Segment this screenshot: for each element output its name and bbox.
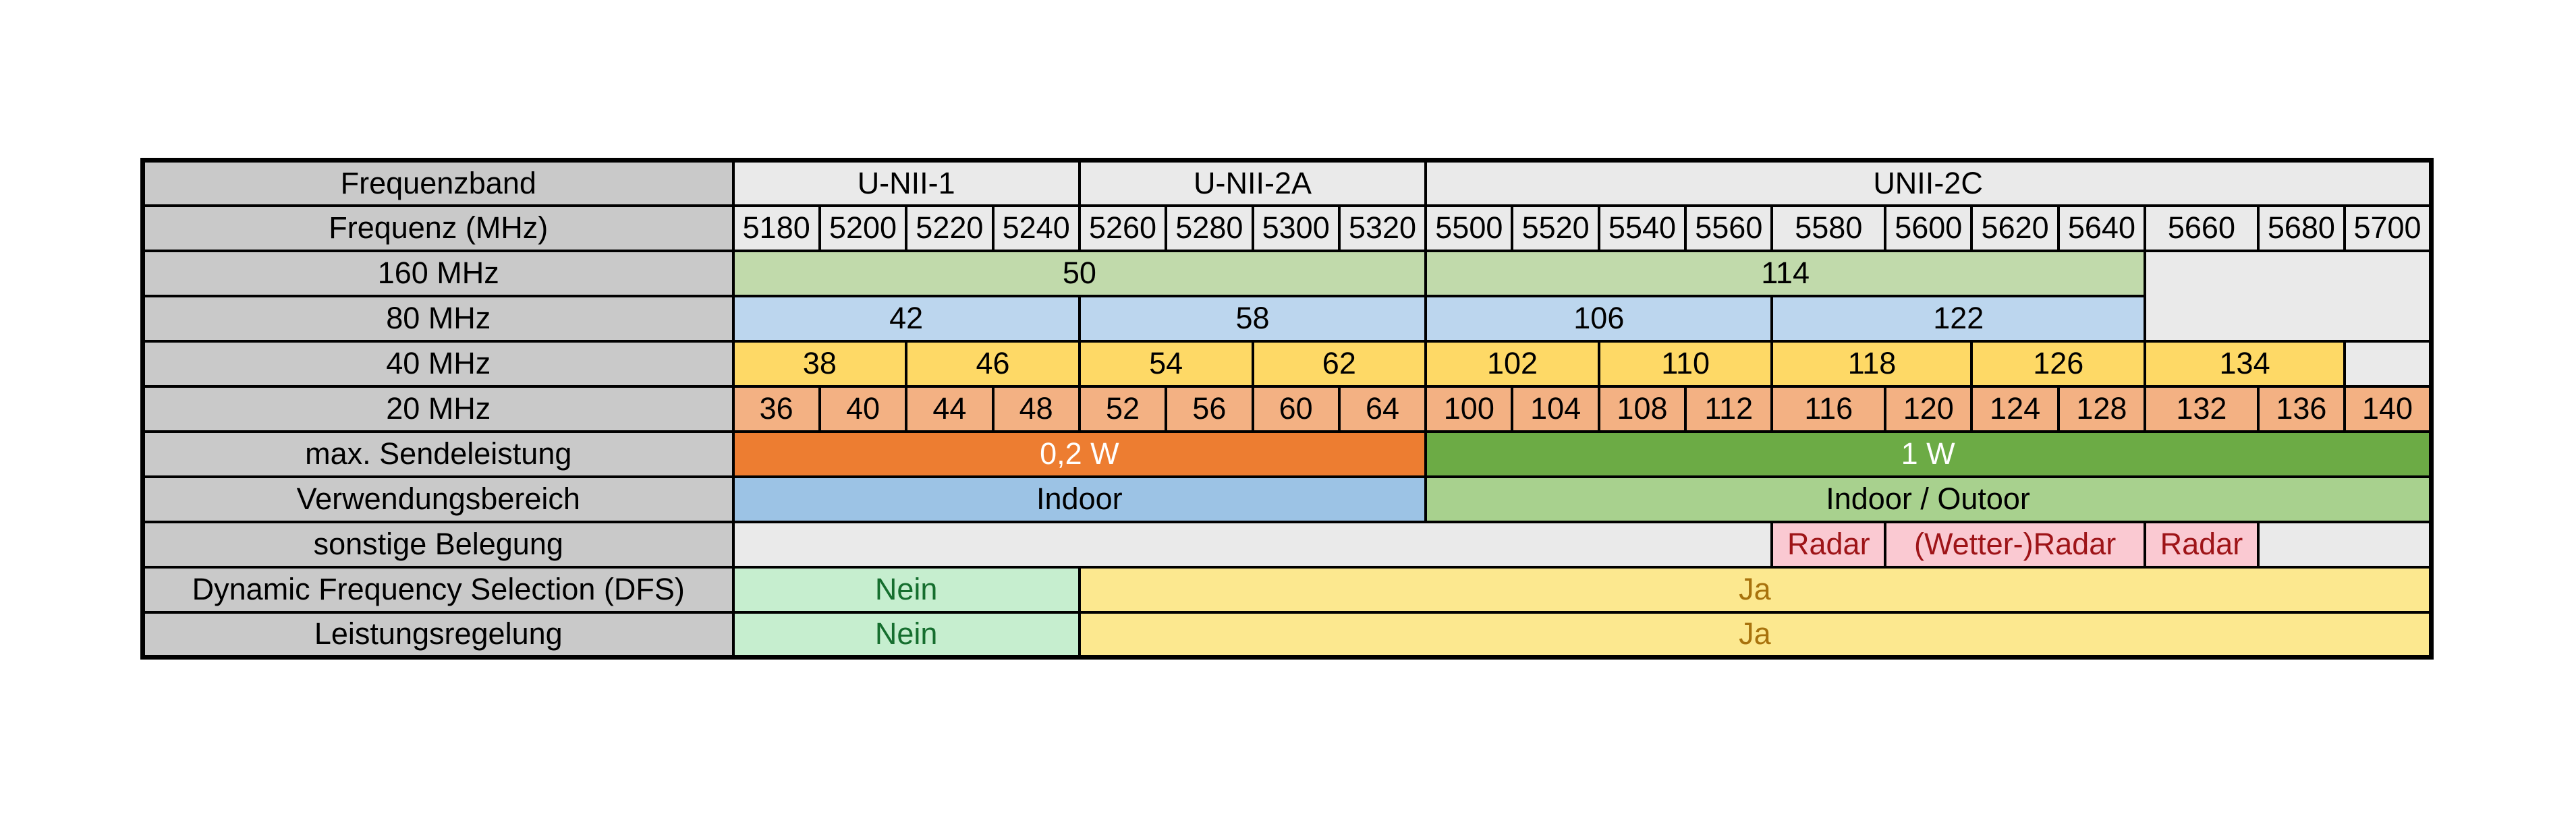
- freq-cell: 5180: [731, 204, 821, 252]
- freq-cell: 5300: [1251, 204, 1341, 252]
- radar-cell: Radar: [2144, 520, 2260, 569]
- row-header-20-mhz: 20 MHz: [141, 384, 735, 433]
- channel20-cell: 116: [1770, 384, 1887, 433]
- freq-cell: 5220: [905, 204, 995, 252]
- row-header-leistungsregelung: Leistungsregelung: [141, 610, 735, 659]
- channel20-cell: 40: [818, 384, 908, 433]
- channel-40mhz-row: 40 MHz 38 46 54 62 102 110 118 126 134: [141, 339, 2433, 388]
- freq-cell: 5280: [1165, 204, 1254, 252]
- channel40-cell: 134: [2144, 339, 2347, 388]
- channel20-cell: 56: [1165, 384, 1254, 433]
- power-row: max. Sendeleistung 0,2 W 1 W: [141, 430, 2433, 478]
- channel20-cell: 100: [1424, 384, 1514, 433]
- empty-cell-belegung-right: [2256, 520, 2433, 569]
- wetter-radar-cell: (Wetter-)Radar: [1884, 520, 2147, 569]
- channel20-cell: 44: [905, 384, 995, 433]
- freq-cell: 5240: [991, 204, 1081, 252]
- channel80-cell: 122: [1770, 294, 2147, 343]
- empty-cell-40: [2343, 339, 2433, 388]
- freq-cell: 5700: [2343, 204, 2433, 252]
- freq-cell: 5520: [1511, 204, 1600, 252]
- leistungsregelung-row: Leistungsregelung Nein Ja: [141, 610, 2433, 659]
- freq-cell: 5500: [1424, 204, 1514, 252]
- dfs-nein-cell: Nein: [731, 565, 1081, 614]
- channel20-cell: 60: [1251, 384, 1341, 433]
- freq-cell: 5640: [2056, 204, 2147, 252]
- row-header-80-mhz: 80 MHz: [141, 294, 735, 343]
- channel20-cell: 140: [2343, 384, 2433, 433]
- band-cell-u-nii-2a: U-NII-2A: [1077, 158, 1428, 207]
- channel40-cell: 54: [1077, 339, 1254, 388]
- channel40-cell: 46: [905, 339, 1081, 388]
- dfs-row: Dynamic Frequency Selection (DFS) Nein J…: [141, 565, 2433, 614]
- channel40-cell: 110: [1597, 339, 1774, 388]
- band-row: Frequenzband U-NII-1 U-NII-2A UNII-2C: [141, 158, 2433, 207]
- freq-cell: 5660: [2144, 204, 2260, 252]
- channel20-cell: 36: [731, 384, 821, 433]
- freq-cell: 5560: [1684, 204, 1774, 252]
- freq-cell: 5320: [1337, 204, 1428, 252]
- freq-cell: 5680: [2256, 204, 2347, 252]
- channel20-cell: 52: [1077, 384, 1168, 433]
- channel40-cell: 102: [1424, 339, 1600, 388]
- power-cell-02w: 0,2 W: [731, 430, 1428, 478]
- row-header-max-sendeleistung: max. Sendeleistung: [141, 430, 735, 478]
- channel20-cell: 128: [2056, 384, 2147, 433]
- channel-20mhz-row: 20 MHz 36 40 44 48 52 56 60 64 100 104 1…: [141, 384, 2433, 433]
- usage-cell-indoor: Indoor: [731, 475, 1428, 523]
- channel40-cell: 126: [1970, 339, 2147, 388]
- channel20-cell: 136: [2256, 384, 2347, 433]
- dfs-ja-cell: Ja: [1077, 565, 2433, 614]
- empty-cell-160-80: [2144, 249, 2433, 343]
- freq-cell: 5580: [1770, 204, 1887, 252]
- leistung-nein-cell: Nein: [731, 610, 1081, 659]
- channel40-cell: 62: [1251, 339, 1428, 388]
- row-header-160-mhz: 160 MHz: [141, 249, 735, 297]
- channel20-cell: 104: [1511, 384, 1600, 433]
- freq-cell: 5620: [1970, 204, 2060, 252]
- band-cell-unii-2c: UNII-2C: [1424, 158, 2433, 207]
- channel20-cell: 64: [1337, 384, 1428, 433]
- frequency-row: Frequenz (MHz) 5180 5200 5220 5240 5260 …: [141, 204, 2433, 252]
- row-header-frequenzband: Frequenzband: [141, 158, 735, 207]
- channel-160mhz-row: 160 MHz 50 114: [141, 249, 2433, 343]
- power-cell-1w: 1 W: [1424, 430, 2433, 478]
- row-header-frequenz-mhz: Frequenz (MHz): [141, 204, 735, 252]
- usage-row: Verwendungsbereich Indoor Indoor / Outoo…: [141, 475, 2433, 523]
- channel80-cell: 106: [1424, 294, 1774, 343]
- channel80-cell: 42: [731, 294, 1081, 343]
- row-header-verwendungsbereich: Verwendungsbereich: [141, 475, 735, 523]
- row-header-dfs: Dynamic Frequency Selection (DFS): [141, 565, 735, 614]
- channel20-cell: 120: [1884, 384, 1973, 433]
- channel40-cell: 118: [1770, 339, 1973, 388]
- freq-cell: 5600: [1884, 204, 1973, 252]
- channel160-cell: 114: [1424, 249, 2147, 297]
- freq-cell: 5540: [1597, 204, 1687, 252]
- channel40-cell: 38: [731, 339, 908, 388]
- channel20-cell: 48: [991, 384, 1081, 433]
- channel20-cell: 108: [1597, 384, 1687, 433]
- leistung-ja-cell: Ja: [1077, 610, 2433, 659]
- channel-80mhz-row: 80 MHz 42 58 106 122: [141, 294, 2432, 343]
- freq-cell: 5260: [1077, 204, 1168, 252]
- empty-cell-belegung-left: [731, 520, 1774, 569]
- radar-cell: Radar: [1770, 520, 1887, 569]
- channel20-cell: 124: [1970, 384, 2060, 433]
- freq-cell: 5200: [818, 204, 908, 252]
- channel20-cell: 112: [1684, 384, 1774, 433]
- frequency-allocation-table: Frequenzband U-NII-1 U-NII-2A UNII-2C Fr…: [140, 158, 2434, 660]
- row-header-40-mhz: 40 MHz: [141, 339, 735, 388]
- band-cell-u-nii-1: U-NII-1: [731, 158, 1081, 207]
- channel80-cell: 58: [1077, 294, 1428, 343]
- usage-cell-indoor-outdoor: Indoor / Outoor: [1424, 475, 2433, 523]
- row-header-sonstige-belegung: sonstige Belegung: [141, 520, 735, 569]
- channel160-cell: 50: [731, 249, 1428, 297]
- channel20-cell: 132: [2144, 384, 2260, 433]
- radar-row: sonstige Belegung Radar (Wetter-)Radar R…: [141, 520, 2433, 569]
